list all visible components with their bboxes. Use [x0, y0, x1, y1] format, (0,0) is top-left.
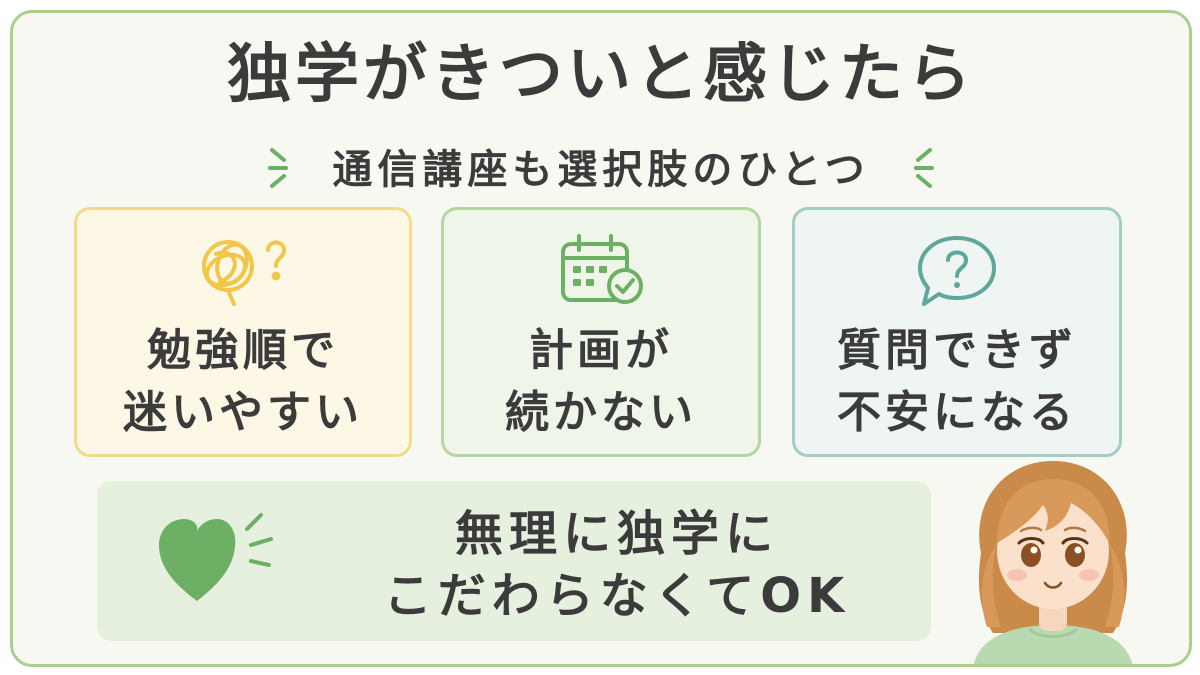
infographic-frame: 独学がきついと感じたら 通信講座も選択肢のひとつ — [10, 10, 1192, 667]
problem-card-order: 勉強順で 迷いやすい — [74, 207, 412, 457]
tangled-thought-icon — [202, 240, 287, 306]
card-text: 質問できず 不安になる — [795, 320, 1119, 444]
subtitle: 通信講座も選択肢のひとつ — [332, 147, 870, 193]
conclusion-line-2: こだわらなくてOK — [383, 568, 851, 624]
card-line-2: 不安になる — [837, 387, 1077, 438]
card-line-1: 計画が — [529, 325, 673, 376]
left-burst-icon — [268, 148, 289, 188]
card-text: 勉強順で 迷いやすい — [77, 320, 409, 444]
conclusion-line-1: 無理に独学に — [454, 506, 779, 562]
conclusion-banner: 無理に独学に こだわらなくてOK — [97, 481, 931, 641]
card-line-1: 質問できず — [837, 325, 1077, 376]
conclusion-text: 無理に独学に こだわらなくてOK — [317, 503, 917, 627]
card-line-1: 勉強順で — [147, 325, 339, 376]
problem-card-question: 質問できず 不安になる — [792, 207, 1122, 457]
card-line-2: 続かない — [505, 387, 697, 438]
question-bubble-icon — [918, 236, 996, 306]
main-title: 独学がきついと感じたら — [227, 38, 975, 112]
calendar-check-icon — [561, 234, 643, 304]
subtitle-row: 通信講座も選択肢のひとつ — [13, 137, 1189, 195]
right-burst-icon — [913, 148, 934, 188]
card-line-2: 迷いやすい — [123, 387, 363, 438]
problem-card-plan: 計画が 続かない — [441, 207, 761, 457]
card-text: 計画が 続かない — [444, 320, 758, 444]
heart-icon — [159, 513, 273, 601]
smiling-girl-illustration — [973, 461, 1133, 664]
